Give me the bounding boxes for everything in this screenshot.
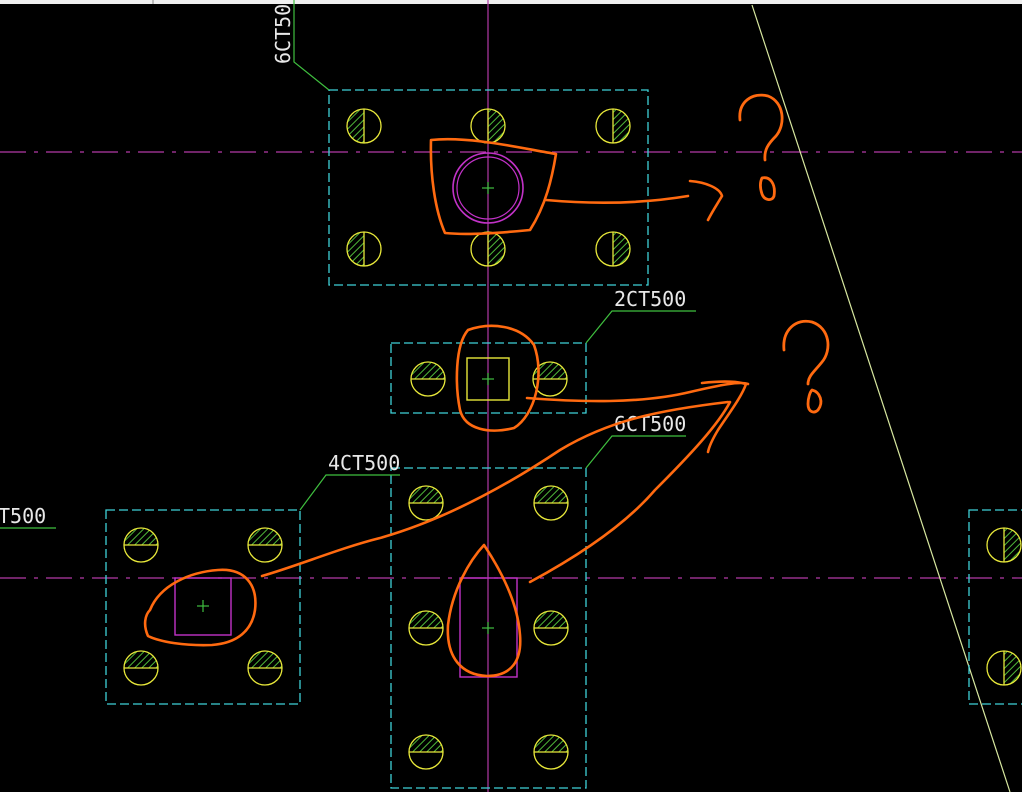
- pile[interactable]: [595, 108, 631, 144]
- markup-loop-middle: [455, 324, 540, 432]
- diagonal-boundary-line: [751, 4, 1011, 792]
- pile-cap-right-edge[interactable]: [968, 509, 1022, 705]
- question-mark-icon: [738, 93, 784, 201]
- leader-line-top: [293, 0, 330, 91]
- pile[interactable]: [123, 527, 159, 563]
- pile[interactable]: [346, 231, 382, 267]
- pile[interactable]: [247, 650, 283, 686]
- pile-cap-lower-right[interactable]: [390, 467, 587, 789]
- pile[interactable]: [408, 610, 444, 646]
- pile[interactable]: [410, 361, 446, 397]
- pile[interactable]: [408, 485, 444, 521]
- pile[interactable]: [986, 650, 1022, 686]
- center-cross-icon: [482, 373, 494, 385]
- leader-line-lower-left: [299, 474, 400, 511]
- pile[interactable]: [533, 734, 569, 770]
- pile[interactable]: [595, 231, 631, 267]
- markup-arrow-middle: [525, 380, 750, 454]
- pile[interactable]: [123, 650, 159, 686]
- question-mark-icon: [782, 319, 830, 414]
- markup-loop-lower-right: [446, 543, 522, 678]
- pile[interactable]: [408, 734, 444, 770]
- pile-label-top: 6CT50: [271, 4, 295, 64]
- pile[interactable]: [247, 527, 283, 563]
- pile[interactable]: [986, 527, 1022, 563]
- markup-annotations: [143, 137, 750, 678]
- pile[interactable]: [470, 231, 506, 267]
- leader-line-lower-right: [585, 435, 686, 469]
- pile[interactable]: [533, 610, 569, 646]
- pile-label-middle: 2CT500: [614, 287, 686, 311]
- center-cross-icon: [482, 622, 494, 634]
- center-cross-icon: [482, 182, 494, 194]
- markup-arrow-top: [544, 179, 724, 222]
- markup-connector-lower-right: [528, 400, 732, 584]
- markup-loop-lower-left: [143, 568, 257, 647]
- pile-label-lower-right: 6CT500: [614, 412, 686, 436]
- pile[interactable]: [470, 108, 506, 144]
- column-rect-lower-left[interactable]: [174, 577, 232, 636]
- markup-loop-top: [429, 137, 558, 236]
- pile[interactable]: [346, 108, 382, 144]
- markup-connector-lower-left: [260, 400, 730, 578]
- column-rect-middle[interactable]: [466, 357, 510, 401]
- pile-cap-top[interactable]: [328, 89, 649, 286]
- center-cross-icon: [197, 600, 209, 612]
- pile-cap-lower-left[interactable]: [105, 509, 301, 705]
- leader-line-middle: [585, 310, 696, 344]
- pile[interactable]: [533, 485, 569, 521]
- pile-cap-middle[interactable]: [390, 342, 587, 414]
- pile-label-left-edge: T500: [0, 504, 46, 528]
- column-circle-top[interactable]: [452, 152, 524, 224]
- top-window-strip: [0, 0, 1022, 4]
- pile-label-lower-left: 4CT500: [328, 451, 400, 475]
